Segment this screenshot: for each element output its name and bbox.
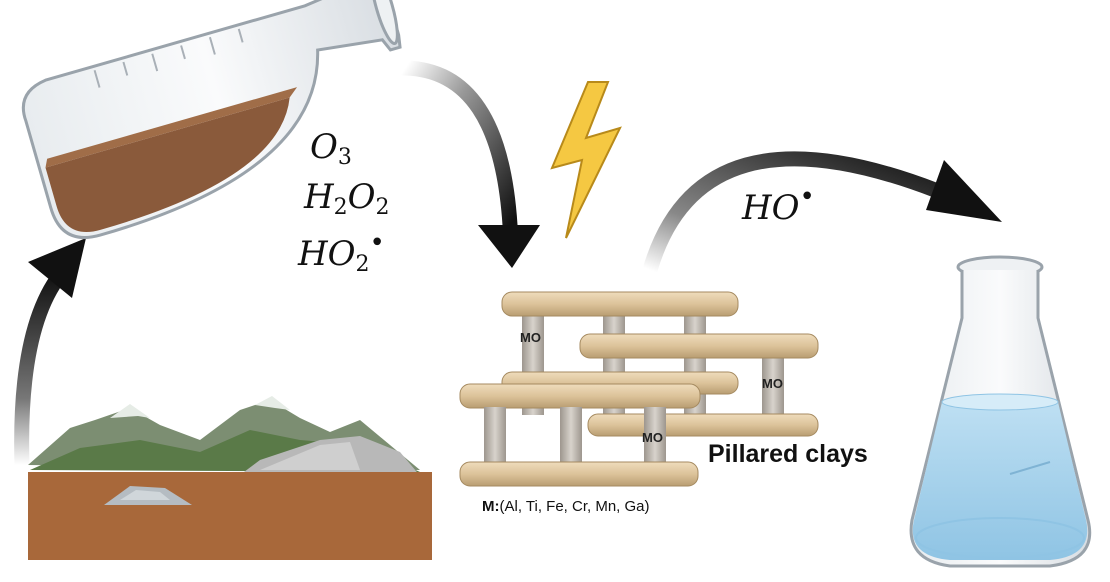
metal-oxide-label: MO (642, 430, 663, 445)
pillar (644, 407, 666, 465)
metals-list-label: M:(Al, Ti, Fe, Cr, Mn, Ga) (482, 498, 650, 515)
hydroxyl-radical-label: HO• (742, 182, 815, 228)
soil-ground (28, 472, 432, 560)
pillar (560, 407, 582, 465)
clay-layer (459, 383, 701, 409)
clay-layer (501, 291, 739, 317)
tilted-flask (21, 0, 402, 240)
metal-oxide-label: MO (762, 376, 783, 391)
reagent-ozone: O3 (310, 127, 352, 170)
arrow-soil-to-flask (14, 238, 86, 473)
pillared-clay-structure (459, 291, 819, 487)
clay-layer (587, 413, 819, 437)
clay-layer (579, 333, 819, 359)
pillared-clays-label: Pillared clays (708, 440, 868, 468)
pillar (762, 358, 784, 418)
clay-layer (459, 461, 699, 487)
sludge-liquid (45, 97, 290, 233)
clean-water (912, 398, 1088, 560)
arrow-clay-to-flask (642, 151, 1002, 278)
soil-landscape (28, 396, 432, 560)
lightning-bolt-icon (550, 81, 622, 239)
reagent-hydrogen-peroxide: H2O2 (304, 177, 390, 220)
metal-oxide-label: MO (520, 330, 541, 345)
clean-water-flask (909, 255, 1092, 568)
arrow-flask-to-clay (397, 60, 540, 268)
reagent-hydroperoxyl: HO2• (298, 228, 385, 277)
pillar (484, 407, 506, 465)
